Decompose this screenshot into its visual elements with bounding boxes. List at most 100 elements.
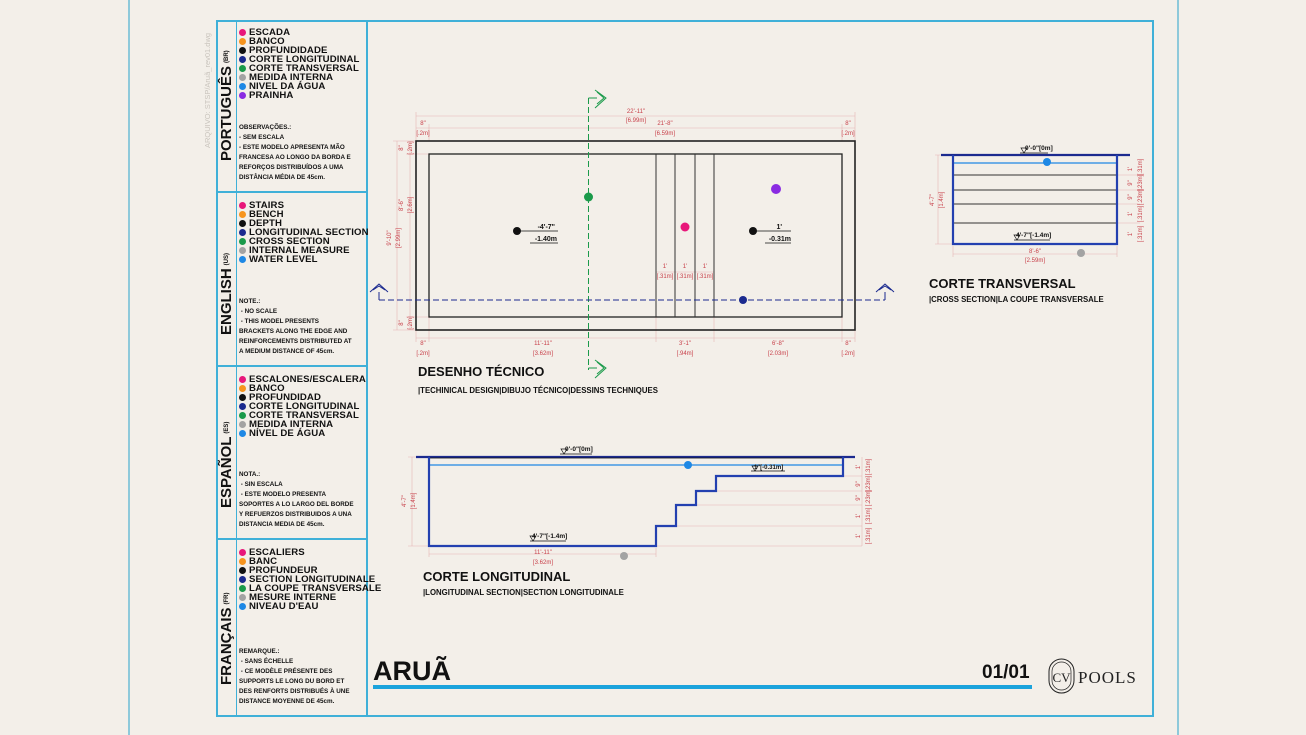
legend-color-dot-icon xyxy=(239,46,246,54)
dim-inner-length-metric: [6.59m] xyxy=(655,131,675,137)
cross-right-dim-metric: [.31m] xyxy=(1138,158,1144,175)
long-right-dim: 1' xyxy=(856,514,862,518)
drawing-frame xyxy=(216,20,1154,717)
brand-logo: CV xyxy=(1048,658,1075,694)
legend-item: MESURE INTERNE xyxy=(239,593,381,602)
legend-item: INTERNAL MEASURE xyxy=(239,246,369,255)
internal-measure-marker xyxy=(1077,249,1085,257)
long-section-title: CORTE LONGITUDINAL xyxy=(423,569,571,584)
dim-edge-metric: [.2m] xyxy=(408,141,414,155)
legend-notes: OBSERVAÇÕES.:- SEM ESCALA- ESTE MODELO A… xyxy=(239,123,351,183)
legend-item-label: PROFUNDEUR xyxy=(249,565,318,576)
legend-item-label: MEDIDA INTERNA xyxy=(249,72,334,83)
cross-top-level: 0'-0"[0m] xyxy=(1025,145,1053,152)
dim-inner-length: 21'-8" xyxy=(657,121,672,127)
dim-edge-metric: [.2m] xyxy=(841,131,855,137)
legend-color-dot-icon xyxy=(239,73,246,81)
long-dimension-lines xyxy=(408,456,863,557)
note-line: - SANS ÉCHELLE xyxy=(239,658,294,665)
legend-item-label: ESCADA xyxy=(249,27,291,38)
legend-color-dot-icon xyxy=(239,201,246,209)
legend-item-label: LONGITUDINAL SECTION xyxy=(249,227,369,238)
legend-item: BANCO xyxy=(239,384,366,393)
long-right-dim-metric: [.23m] xyxy=(866,475,872,492)
cross-section-subtitle: |CROSS SECTION|LA COUPE TRANSVERSALE xyxy=(929,295,1104,304)
dim-edge: 8" xyxy=(399,320,405,325)
legend-item-label: ESCALONES/ESCALERA xyxy=(249,374,366,385)
legend-color-dot-icon xyxy=(239,384,246,392)
dim-step-metric: [.31m] xyxy=(697,274,714,280)
legend-color-dot-icon xyxy=(239,64,246,72)
dim-step-metric: [.31m] xyxy=(677,274,694,280)
note-line: REINFORCEMENTS DISTRIBUTED AT xyxy=(239,338,352,345)
note-line: DISTANCIA MEDIA DE 45cm. xyxy=(239,521,325,528)
legend-item: NIVEL DA ÁGUA xyxy=(239,82,360,91)
note-line: - CE MODÈLE PRÉSENTE DES xyxy=(239,668,333,675)
legend-item-label: MEDIDA INTERNA xyxy=(249,419,334,430)
level-marker-icon xyxy=(560,448,592,455)
legend-color-dot-icon xyxy=(239,402,246,410)
legend-color-dot-icon xyxy=(239,219,246,227)
legend-divider xyxy=(236,193,237,365)
cross-section-arrow-bottom-icon xyxy=(588,359,607,379)
level-marker-icon xyxy=(1020,147,1048,154)
legend-item: ESCALIERS xyxy=(239,548,381,557)
cross-section-title: CORTE TRANSVERSAL xyxy=(929,276,1076,291)
legend-item: CORTE LONGITUDINAL xyxy=(239,55,360,64)
dim-inner-width-metric: [2.6m] xyxy=(408,196,414,213)
long-right-dim-metric: [.31m] xyxy=(866,458,872,475)
dim-step: 1' xyxy=(703,264,707,270)
long-bench-level: 1"[-0.31m] xyxy=(754,465,783,471)
dim-total-length: 22'-11" xyxy=(627,109,645,115)
dim-edge: 8" xyxy=(420,341,425,347)
long-length: 11'-11" xyxy=(534,550,552,556)
note-line: DISTANCE MOYENNE DE 45cm. xyxy=(239,698,335,705)
dim-edge: 8" xyxy=(845,121,850,127)
beach-marker xyxy=(771,184,781,194)
page-number: 01/01 xyxy=(982,662,1030,683)
legend-item: ESCALONES/ESCALERA xyxy=(239,375,366,384)
legend-item: MEDIDA INTERNA xyxy=(239,420,366,429)
legend-item-label: NÍVEL DE ÁGUA xyxy=(249,428,326,439)
legend-item: BANCO xyxy=(239,37,360,46)
note-line: - SIN ESCALA xyxy=(239,481,283,488)
note-line: REFORÇOS DISTRIBUÍDOS A UMA xyxy=(239,164,344,171)
legend-item: LA COUPE TRANSVERSALE xyxy=(239,584,381,593)
long-depth: 4'-7" xyxy=(402,495,408,507)
longitudinal-section-view: 0'-0"[0m] 1"[-0.31m] 4'-7"[-1.4m] 11'-11… xyxy=(402,446,872,566)
note-line: - SEM ESCALA xyxy=(239,134,285,141)
legend-item-label: MESURE INTERNE xyxy=(249,592,337,603)
cross-right-dim-metric: [.23m] xyxy=(1138,174,1144,191)
legend-item-label: NIVEL DA ÁGUA xyxy=(249,81,326,92)
legend-color-dot-icon xyxy=(239,82,246,90)
dim-stairs-length-metric: [.94m] xyxy=(677,351,694,357)
note-line: SOPORTES A LO LARGO DEL BORDE xyxy=(239,501,354,508)
water-level-marker xyxy=(684,461,692,469)
legend-item-label: ESCALIERS xyxy=(249,547,305,558)
legend-color-dot-icon xyxy=(239,91,246,99)
dim-step-metric: [.31m] xyxy=(657,274,674,280)
legend-item: CROSS SECTION xyxy=(239,237,369,246)
legend-item-label: WATER LEVEL xyxy=(249,254,318,265)
dim-step: 1' xyxy=(683,264,687,270)
cross-width-metric: [2.59m] xyxy=(1025,258,1045,264)
long-section-arrow-right-icon xyxy=(875,283,895,300)
legend-item-label: BANCO xyxy=(249,36,285,47)
dim-edge: 8" xyxy=(399,145,405,150)
long-top-level: 0'-0"[0m] xyxy=(565,446,593,453)
note-line: - THIS MODEL PRESENTS xyxy=(239,318,320,325)
cross-section-view: 0'-0"[0m] 4'-7"[-1.4m] 8'-6" [2.59m] 4'-… xyxy=(930,145,1144,264)
dim-total-length-metric: [6.99m] xyxy=(626,118,646,124)
stair-lines xyxy=(655,154,715,317)
dim-edge-metric: [.2m] xyxy=(408,316,414,330)
legend-item: PRAINHA xyxy=(239,91,360,100)
long-section-arrow-left-icon xyxy=(369,283,389,300)
legend-item: NÍVEL DE ÁGUA xyxy=(239,429,366,438)
legend-color-dot-icon xyxy=(239,246,246,254)
legend-divider xyxy=(236,20,237,191)
long-right-dim-metric: [.23m] xyxy=(866,489,872,506)
legend-item-label: BENCH xyxy=(249,209,284,220)
